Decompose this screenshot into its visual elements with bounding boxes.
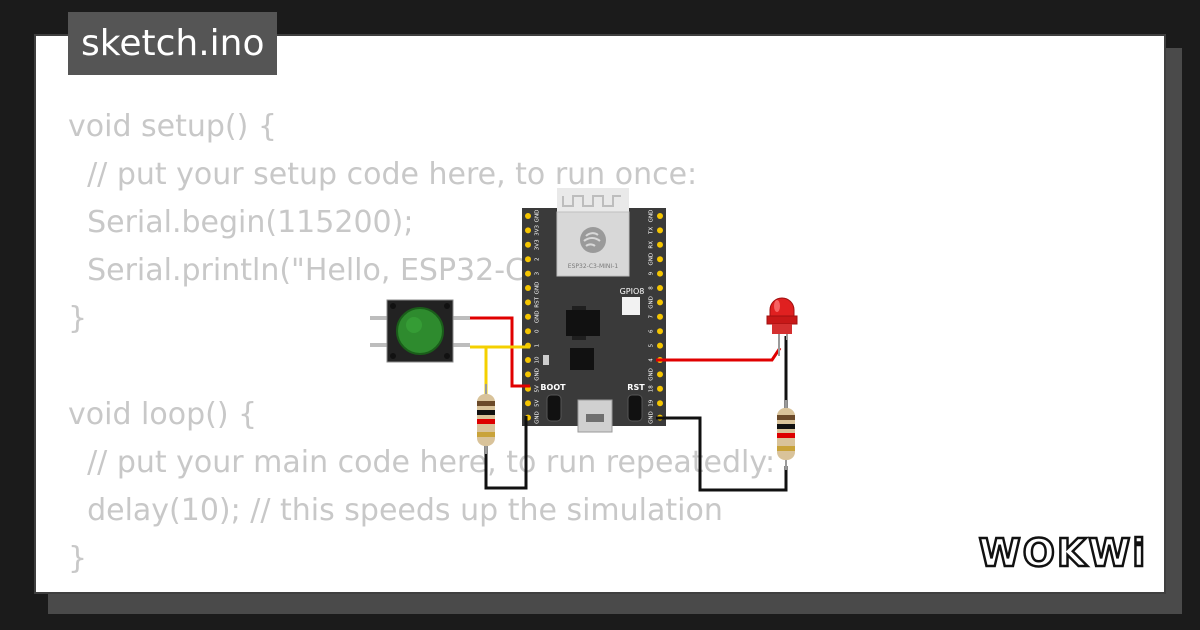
pin-left-3[interactable] bbox=[525, 256, 531, 263]
code-line: // put your setup code here, to run once… bbox=[68, 157, 698, 192]
wire-black-gnd-right bbox=[656, 416, 788, 492]
pin-label: 3V3 bbox=[535, 239, 541, 250]
pin-label: GND bbox=[535, 411, 541, 424]
wokwi-logo: WOKWi bbox=[977, 530, 1148, 577]
wire-black-gnd-left bbox=[484, 416, 528, 490]
pin-label: 3 bbox=[535, 271, 541, 275]
pin-label: 10 bbox=[535, 356, 541, 363]
pin-right-11[interactable] bbox=[657, 371, 663, 378]
code-line: void loop() { bbox=[68, 397, 258, 432]
esp32-board[interactable]: ESP32-C3-MINI-1 GPIO8 BOOT RST GND 3V3 3V3… bbox=[522, 188, 666, 433]
button-cap[interactable] bbox=[396, 307, 444, 355]
pin-left-7[interactable] bbox=[525, 313, 531, 320]
resistor-left[interactable] bbox=[477, 384, 495, 454]
pin-right-3[interactable] bbox=[657, 256, 663, 263]
pin-label: 5 bbox=[649, 343, 655, 347]
module-label: ESP32-C3-MINI-1 bbox=[568, 263, 619, 270]
boot-label: BOOT bbox=[540, 383, 566, 392]
pin-label: 4 bbox=[649, 358, 655, 362]
pin-label: GND bbox=[535, 210, 541, 223]
pin-left-1[interactable] bbox=[525, 227, 531, 234]
pin-right-9[interactable] bbox=[657, 342, 663, 349]
code-line: // put your main code here, to run repea… bbox=[68, 445, 776, 480]
pin-right-7[interactable] bbox=[657, 313, 663, 320]
pin-label: 8 bbox=[649, 286, 655, 290]
pin-right-0[interactable] bbox=[657, 213, 663, 219]
pin-label: TX bbox=[649, 227, 655, 235]
pin-label: 7 bbox=[649, 315, 655, 319]
code-editor: void setup() { // put your setup code he… bbox=[68, 103, 775, 583]
wire-red-button bbox=[470, 316, 530, 388]
pin-label: RX bbox=[649, 241, 655, 249]
code-line: void setup() { bbox=[68, 109, 277, 144]
pin-right-8[interactable] bbox=[657, 328, 663, 335]
pin-label: 9 bbox=[649, 271, 655, 275]
pin-label: 1 bbox=[535, 344, 541, 348]
pin-label: 0 bbox=[535, 329, 541, 333]
wire-red-led bbox=[656, 347, 782, 362]
reset-button[interactable] bbox=[627, 394, 643, 422]
resistor-right[interactable] bbox=[777, 400, 795, 470]
wifi-module bbox=[556, 211, 630, 277]
code-line: } bbox=[68, 541, 88, 576]
pin-left-11[interactable] bbox=[525, 371, 531, 378]
pin-label: GND bbox=[535, 282, 541, 295]
pin-right-2[interactable] bbox=[657, 241, 663, 248]
code-line: Serial.begin(115200); bbox=[68, 205, 414, 240]
pin-label: GND bbox=[649, 253, 655, 266]
pin-left-0[interactable] bbox=[525, 213, 531, 219]
pin-label: GND bbox=[649, 368, 655, 381]
pin-right-6[interactable] bbox=[657, 299, 663, 306]
led-lens bbox=[769, 297, 795, 319]
pin-left-2[interactable] bbox=[525, 241, 531, 248]
pin-label: GND bbox=[649, 210, 655, 223]
pin-right-4[interactable] bbox=[657, 270, 663, 277]
pin-label: 2 bbox=[535, 257, 541, 261]
pin-right-5[interactable] bbox=[657, 285, 663, 291]
file-tab[interactable]: sketch.ino bbox=[68, 12, 278, 75]
pin-label: GND bbox=[535, 368, 541, 381]
pin-right-1[interactable] bbox=[657, 227, 663, 234]
code-line: delay(10); // this speeds up the simulat… bbox=[68, 493, 723, 528]
pin-label: GND bbox=[649, 296, 655, 309]
pin-label: 6 bbox=[649, 329, 655, 333]
boot-button[interactable] bbox=[546, 394, 562, 422]
pin-left-8[interactable] bbox=[525, 328, 531, 335]
svg-text:WOKWi: WOKWi bbox=[979, 531, 1148, 575]
code-line: } bbox=[68, 301, 88, 336]
pin-right-13[interactable] bbox=[657, 400, 663, 407]
pin-left-13[interactable] bbox=[525, 400, 531, 407]
pin-left-10[interactable] bbox=[525, 357, 531, 363]
pin-label: 5V bbox=[535, 399, 541, 406]
usb-chip bbox=[570, 348, 594, 370]
gpio8-label: GPIO8 bbox=[620, 287, 645, 296]
pin-left-6[interactable] bbox=[525, 299, 531, 306]
red-led[interactable] bbox=[766, 297, 798, 356]
pin-label: 5V bbox=[535, 385, 541, 392]
voltage-regulator bbox=[566, 310, 600, 336]
pin-left-4[interactable] bbox=[525, 270, 531, 277]
pin-label: 3V3 bbox=[535, 225, 541, 236]
pin-left-5[interactable] bbox=[525, 285, 531, 291]
pin-label: GND bbox=[535, 310, 541, 323]
espressif-logo-icon bbox=[580, 227, 606, 253]
reset-label: RST bbox=[627, 383, 645, 392]
pushbutton[interactable] bbox=[370, 299, 470, 363]
pin-label: 18 bbox=[649, 385, 655, 392]
pin-label: 19 bbox=[649, 399, 655, 406]
pin-label: GND bbox=[649, 411, 655, 424]
pin-label: RST bbox=[535, 296, 541, 307]
pin-right-12[interactable] bbox=[657, 385, 663, 392]
gpio8-led bbox=[622, 297, 640, 315]
